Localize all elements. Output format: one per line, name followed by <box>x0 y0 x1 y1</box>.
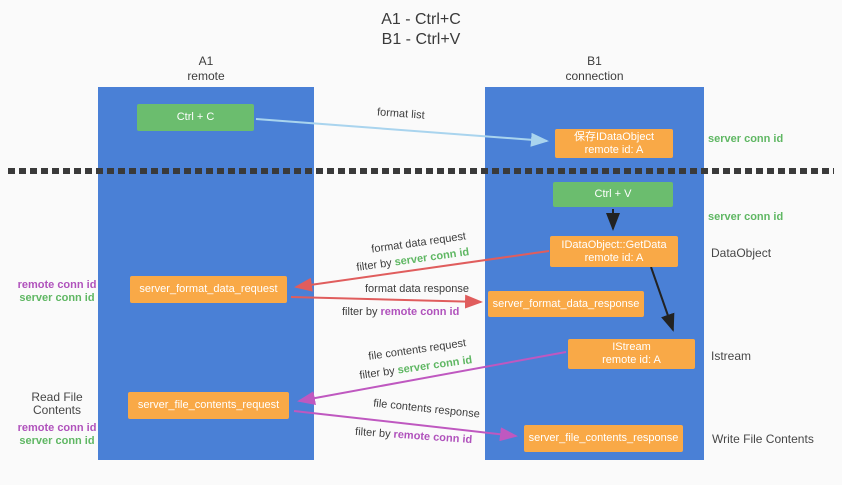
node-server-format-data-response: server_format_data_response <box>488 291 644 317</box>
column-header-b1: B1 connection <box>485 54 704 84</box>
label-remote-conn-id-top: remote conn id <box>17 279 97 291</box>
arrow-label-format-data-response: format data response <box>365 283 469 295</box>
column-b1-name: B1 <box>587 54 602 68</box>
filter-remote-conn-id-1: remote conn id <box>380 306 460 318</box>
node-server-format-data-request: server_format_data_request <box>130 276 287 303</box>
filter-by-text: filter by <box>355 257 393 274</box>
column-a1-name: A1 <box>198 54 214 68</box>
node-getdata-line2: remote id: A <box>584 251 644 264</box>
label-write-file-contents: Write File Contents <box>712 432 814 446</box>
node-ctrl-v: Ctrl + V <box>553 182 673 207</box>
node-server-file-contents-response: server_file_contents_response <box>524 425 683 452</box>
node-server-file-contents-request-label: server_file_contents_request <box>137 399 280 411</box>
node-idataobject-getdata: IDataObject::GetData remote id: A <box>550 236 678 267</box>
label-read-file-contents: Read File Contents <box>31 390 83 417</box>
title-line-a1: A1 - Ctrl+C <box>381 11 461 28</box>
filter-by-text: filter by <box>358 365 396 382</box>
arrow-label-format-list: format list <box>376 106 426 122</box>
column-header-a1: A1 remote <box>98 54 314 84</box>
node-server-format-data-response-label: server_format_data_response <box>492 297 640 310</box>
node-istream-line2: remote id: A <box>602 354 661 366</box>
node-ctrl-c-label: Ctrl + C <box>176 111 215 123</box>
arrow-format-data-response <box>290 294 483 309</box>
column-b1-subtitle: connection <box>565 69 624 83</box>
filter-server-conn-id-2: server conn id <box>396 354 473 377</box>
node-ctrl-c: Ctrl + C <box>137 104 254 131</box>
node-server-file-contents-request: server_file_contents_request <box>128 392 289 419</box>
node-getdata-line1: IDataObject::GetData <box>561 238 667 251</box>
node-istream: IStream remote id: A <box>568 339 695 369</box>
left-conn-ids-bottom: Read File Contents remote conn id server… <box>6 391 108 448</box>
label-remote-conn-id-bottom: remote conn id <box>17 422 97 434</box>
node-istream-line1: IStream <box>612 341 651 353</box>
label-istream: Istream <box>711 349 752 363</box>
filter-by-text: filter by <box>342 306 378 318</box>
label-server-conn-id-left-bottom: server conn id <box>19 435 95 447</box>
title-line-b1: B1 - Ctrl+V <box>381 31 461 48</box>
node-server-file-contents-response-label: server_file_contents_response <box>528 432 679 444</box>
node-ctrl-v-label: Ctrl + V <box>594 188 632 200</box>
dashed-separator <box>8 168 834 174</box>
node-save-idataobject-line2: remote id: A <box>584 143 644 156</box>
column-a1-subtitle: remote <box>187 69 225 83</box>
node-save-idataobject: 保存IDataObject remote id: A <box>555 129 673 158</box>
label-server-conn-id-mid: server conn id <box>708 211 784 223</box>
label-dataobject: DataObject <box>711 246 772 260</box>
filter-by-text: filter by <box>354 425 391 441</box>
left-conn-ids-top: remote conn id server conn id <box>6 279 108 305</box>
label-server-conn-id-left-top: server conn id <box>19 292 95 304</box>
node-server-format-data-request-label: server_format_data_request <box>139 283 278 295</box>
diagram-title: A1 - Ctrl+C B1 - Ctrl+V <box>0 10 842 50</box>
node-save-idataobject-line1: 保存IDataObject <box>573 130 655 143</box>
arrow-label-file-contents-response: file contents response <box>372 397 481 421</box>
label-server-conn-id-top: server conn id <box>708 133 784 145</box>
filter-remote-conn-id-2: remote conn id <box>393 428 473 447</box>
